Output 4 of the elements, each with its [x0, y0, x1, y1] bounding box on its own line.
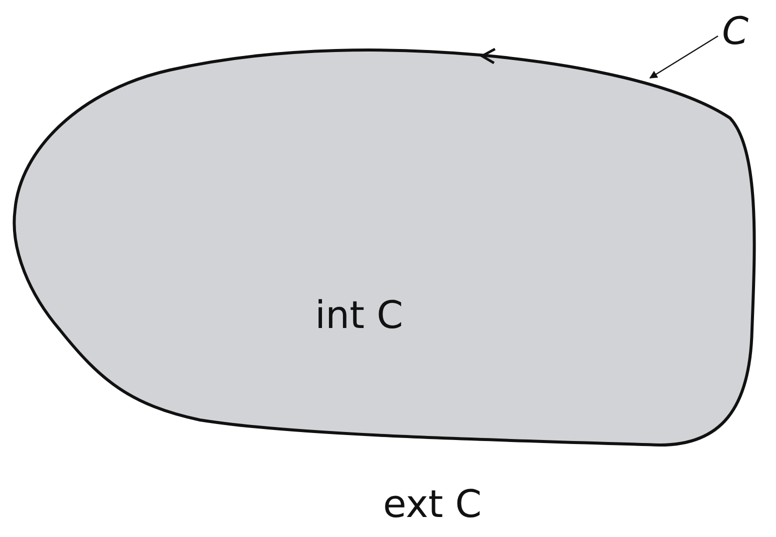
region-label: ext C — [383, 485, 482, 523]
curve-label: C — [722, 12, 749, 50]
leader-line — [649, 35, 718, 79]
region-label: int C — [315, 296, 404, 334]
